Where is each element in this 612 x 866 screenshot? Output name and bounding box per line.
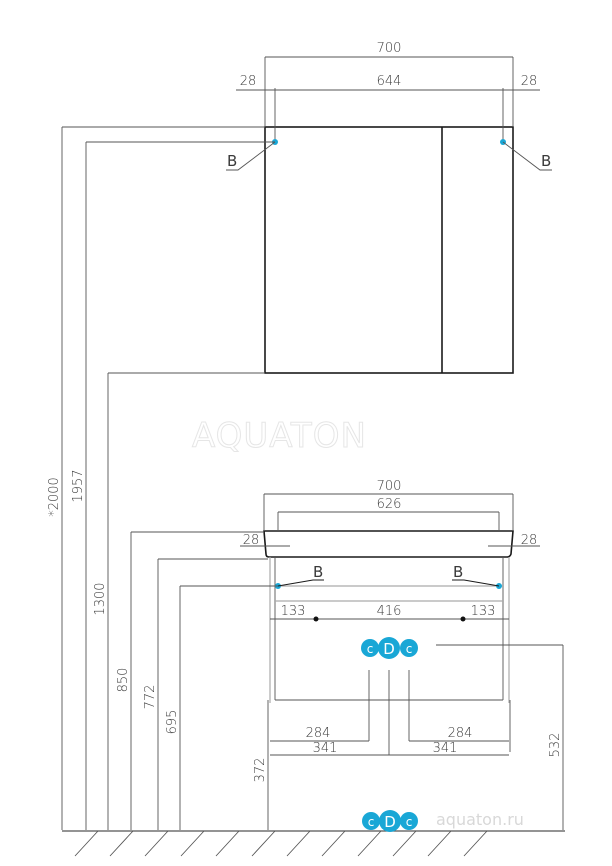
hole-icon — [460, 616, 466, 622]
bottom-height-label: 372 — [253, 758, 268, 783]
total-height-label: *2000 — [47, 477, 62, 517]
hole-left-label: 133 — [281, 604, 306, 619]
logo: c D c — [361, 637, 418, 659]
watermark: AQUATON — [192, 416, 367, 456]
vanity — [263, 530, 514, 830]
pipe-left-inner-label: 284 — [306, 726, 331, 741]
svg-text:c: c — [367, 642, 374, 656]
svg-text:c: c — [406, 815, 413, 829]
pipe-right-outer-label: 341 — [433, 741, 458, 756]
height-dimensions: *2000 1957 1300 850 772 695 — [47, 126, 278, 830]
sink-bottom-height-label: 772 — [143, 685, 158, 710]
floor — [62, 830, 565, 857]
mount-height-label: 695 — [165, 710, 180, 735]
mirror-inner-width-label: 644 — [377, 74, 402, 89]
mount-label-b: B — [541, 152, 551, 170]
mount-label-b: B — [453, 563, 463, 581]
vanity-inner-width-label: 626 — [377, 497, 402, 512]
mirror-left-offset-label: 28 — [240, 74, 257, 89]
vanity-left-offset-label: 28 — [243, 533, 260, 548]
pipe-right-inner-label: 284 — [448, 726, 473, 741]
svg-text:c: c — [406, 642, 413, 656]
footer-logo: c D c — [362, 810, 418, 832]
sink-top-height-label: 850 — [116, 668, 131, 693]
mirror-dimensions: 700 644 28 28 B B — [226, 41, 552, 171]
mirror-width-label: 700 — [377, 41, 402, 56]
pipe-left-outer-label: 341 — [313, 741, 338, 756]
svg-text:c: c — [368, 815, 375, 829]
vanity-width-label: 700 — [377, 479, 402, 494]
vanity-dimensions: 700 626 28 28 B B 133 416 133 284 284 34… — [240, 479, 564, 830]
mirror-top-height-label: 1957 — [71, 469, 86, 502]
mirror-cabinet-body — [264, 126, 514, 374]
hole-right-label: 133 — [471, 604, 496, 619]
mirror-right-offset-label: 28 — [521, 74, 538, 89]
vanity-right-offset-label: 28 — [521, 533, 538, 548]
pipe-height-label: 532 — [548, 733, 563, 758]
svg-text:D: D — [384, 813, 396, 831]
hole-center-label: 416 — [377, 604, 402, 619]
svg-text:D: D — [383, 640, 395, 658]
sink-top — [263, 530, 514, 558]
mirror-bottom-height-label: 1300 — [93, 582, 108, 615]
hole-icon — [313, 616, 319, 622]
mirror-cabinet — [264, 126, 514, 374]
mount-label-b: B — [227, 152, 237, 170]
site-url: aquaton.ru — [436, 810, 524, 829]
mount-label-b: B — [313, 563, 323, 581]
